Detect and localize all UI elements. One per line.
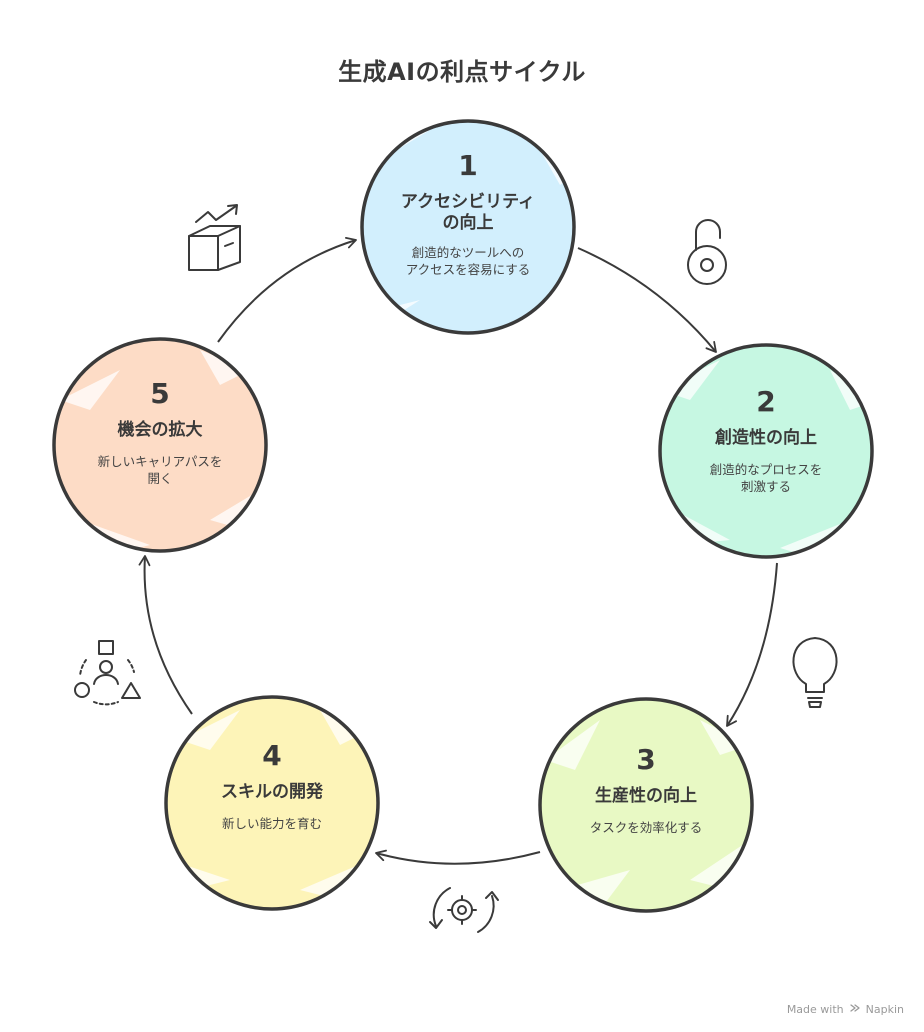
footer-made-with: Made with — [786, 1003, 844, 1016]
step-1-title-line2: の向上 — [442, 213, 494, 233]
step-1-text: 1 アクセシビリティ の向上 創造的なツールへの アクセスを容易にする — [360, 150, 576, 278]
step-5-desc-line2: 開く — [147, 471, 173, 486]
step-3-text: 3 生産性の向上 タスクを効率化する — [538, 744, 754, 836]
step-1-desc: 創造的なツールへの アクセスを容易にする — [360, 244, 576, 278]
step-4-title: スキルの開発 — [221, 782, 323, 802]
step-4-number: 4 — [262, 739, 282, 772]
step-3-desc: タスクを効率化する — [589, 820, 703, 835]
growth-box-icon — [188, 204, 241, 271]
step-2-circle — [658, 343, 874, 559]
gear-cycle-icon — [429, 887, 499, 933]
napkin-logo-icon — [850, 1003, 860, 1016]
step-5-title: 機会の拡大 — [117, 420, 203, 440]
step-5-circle — [52, 337, 268, 553]
step-4-desc: 新しい能力を育む — [221, 816, 322, 831]
step-4-text: 4 スキルの開発 新しい能力を育む — [164, 740, 380, 832]
step-5-desc-line1: 新しいキャリアパスを — [97, 454, 223, 469]
step-2-desc-line1: 創造的なプロセスを — [709, 462, 823, 477]
step-1-title-line1: アクセシビリティ — [400, 192, 536, 212]
step-2-desc: 創造的なプロセスを 刺激する — [658, 461, 874, 495]
step-1-number: 1 — [458, 149, 478, 182]
step-2-number: 2 — [756, 385, 776, 418]
step-2-title: 創造性の向上 — [715, 428, 817, 448]
step-3-title: 生産性の向上 — [595, 786, 697, 806]
arrow-1-to-2 — [577, 247, 717, 353]
step-3-number: 3 — [636, 743, 656, 776]
step-1-desc-line1: 創造的なツールへの — [411, 245, 525, 260]
open-padlock-icon — [687, 219, 727, 285]
footer-attribution: Made with Napkin — [787, 1003, 904, 1016]
step-5-number: 5 — [150, 377, 170, 410]
step-5-text: 5 機会の拡大 新しいキャリアパスを 開く — [52, 378, 268, 487]
step-5-desc: 新しいキャリアパスを 開く — [52, 453, 268, 487]
step-1-title: アクセシビリティ の向上 — [360, 192, 576, 234]
lightbulb-icon — [792, 637, 838, 708]
step-1-desc-line2: アクセスを容易にする — [405, 262, 531, 277]
arrow-4-to-5 — [138, 555, 193, 715]
footer-brand: Napkin — [865, 1003, 904, 1016]
diagram-title: 生成AIの利点サイクル — [338, 58, 586, 86]
arrow-5-to-1 — [217, 236, 357, 343]
person-shapes-icon — [74, 640, 141, 706]
arrow-2-to-3 — [726, 562, 778, 727]
step-2-desc-line2: 刺激する — [740, 479, 791, 494]
arrow-3-to-4 — [375, 849, 541, 865]
step-2-text: 2 創造性の向上 創造的なプロセスを 刺激する — [658, 386, 874, 495]
